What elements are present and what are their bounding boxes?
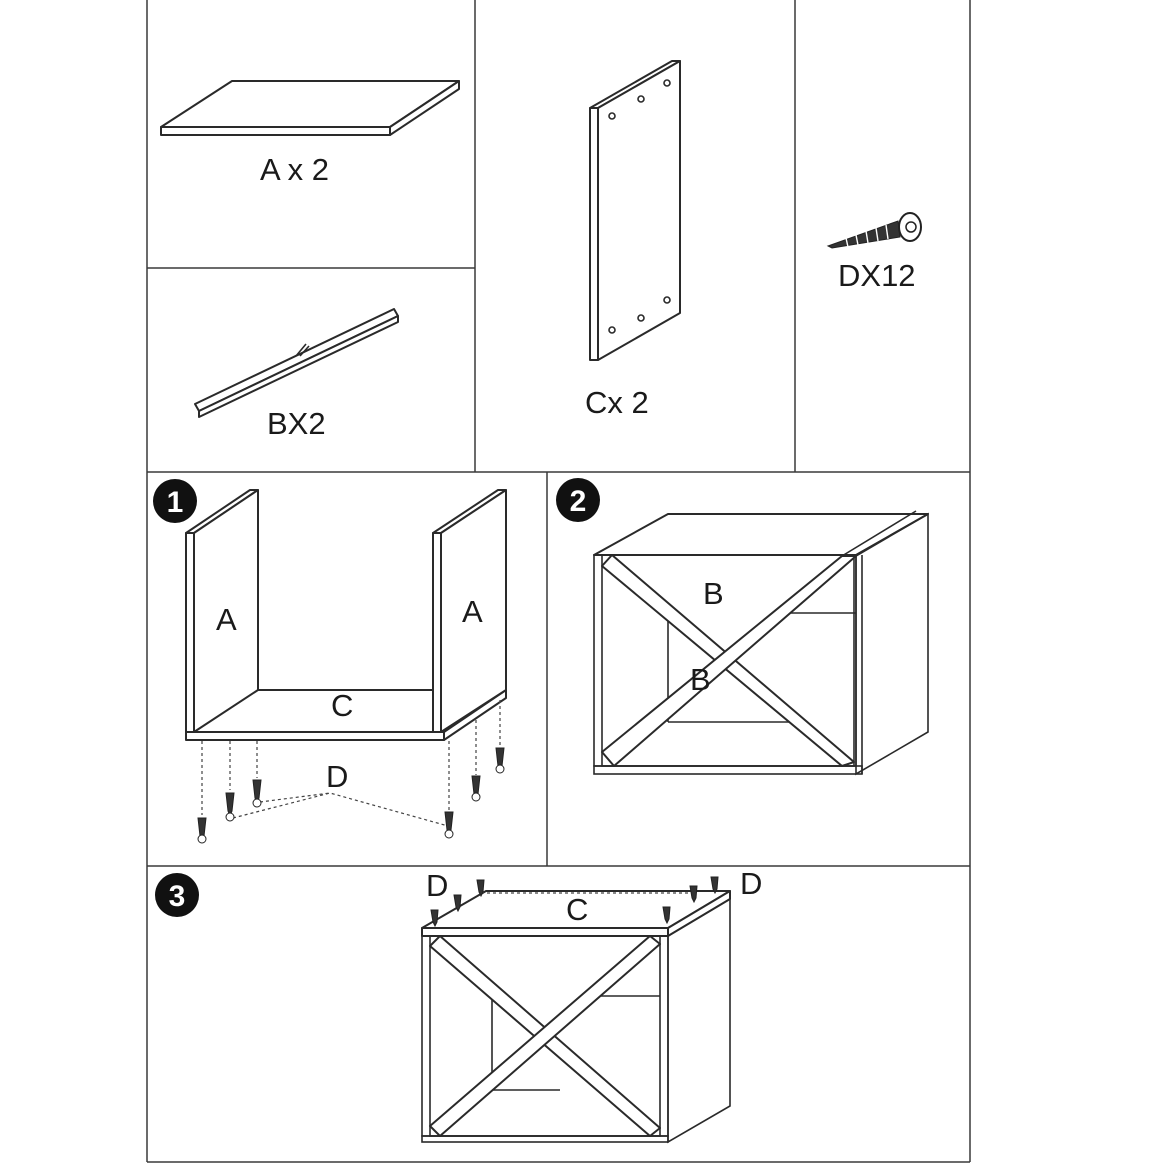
svg-text:1: 1	[167, 486, 184, 519]
step-2-badge: 2	[556, 478, 600, 522]
step-1-badge: 1	[153, 479, 197, 523]
screw-icon	[826, 212, 922, 249]
step-2-label-b-mid: B	[690, 662, 711, 697]
step-3-label-c: C	[566, 892, 588, 927]
step-1-screws	[197, 747, 505, 844]
part-a-label: A x 2	[260, 152, 329, 187]
part-b-board	[194, 308, 399, 418]
part-d-label: DX12	[838, 258, 916, 293]
part-c-panel	[589, 60, 681, 361]
grid-frame	[146, 0, 971, 1163]
step-3-assembly	[421, 876, 731, 1144]
svg-text:3: 3	[169, 880, 186, 913]
step-1-label-left-a: A	[216, 602, 237, 637]
step-1-label-right-a: A	[462, 594, 483, 629]
part-b-slot	[295, 343, 307, 357]
step-3-badge: 3	[155, 873, 199, 917]
svg-text:2: 2	[570, 485, 587, 518]
step-1-assembly	[185, 489, 507, 844]
step-1-label-d: D	[326, 759, 348, 794]
step-1-label-c: C	[331, 688, 353, 723]
part-b-label: BX2	[267, 406, 326, 441]
part-c-label: Cx 2	[585, 385, 649, 420]
step-1-leader	[232, 792, 449, 827]
step-3-label-d-left: D	[426, 868, 448, 903]
part-a-panel	[160, 80, 460, 136]
step-2-assembly	[593, 510, 929, 776]
part-c-holes	[608, 79, 671, 334]
step-3-screws	[430, 876, 719, 928]
step-3-label-d-right: D	[740, 866, 762, 901]
step-2-label-b-top: B	[703, 576, 724, 611]
